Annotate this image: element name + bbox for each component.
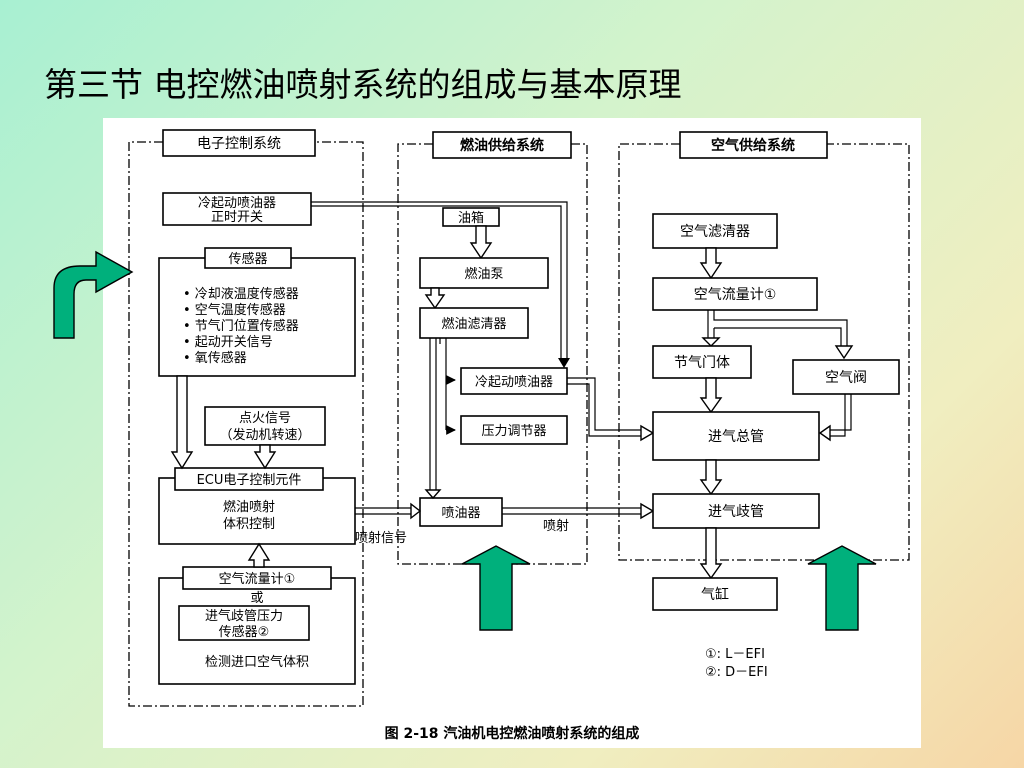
fuel-section-title-box bbox=[432, 131, 572, 159]
ecu-title-box bbox=[174, 467, 324, 491]
sensor-item: • 节气门位置传感器 bbox=[183, 318, 299, 334]
air-section-title: 空气供给系统 bbox=[711, 137, 795, 154]
sensor-item: • 氧传感器 bbox=[183, 350, 247, 366]
sensor-item: • 起动开关信号 bbox=[183, 335, 273, 350]
air-cleaner-label: 空气滤清器 bbox=[680, 224, 750, 240]
air-flow-meter-box bbox=[652, 277, 818, 311]
ecu-body-line2: 体积控制 bbox=[223, 517, 275, 532]
fuel-tank-box bbox=[442, 207, 500, 227]
legend-item: ②: D－EFI bbox=[705, 665, 768, 680]
throttle-to-intake-arrow bbox=[699, 377, 723, 414]
air-section-title-box bbox=[679, 131, 828, 159]
electronic-section-frame bbox=[128, 141, 364, 707]
green-curved-arrow bbox=[53, 250, 134, 339]
air-flow-meter-el-label: 空气流量计① bbox=[219, 571, 296, 587]
sensor-item: • 空气温度传感器 bbox=[183, 302, 286, 318]
cold-start-injector-box bbox=[460, 367, 568, 395]
fuel-filter-box bbox=[419, 307, 529, 339]
switch-to-cold-injector-line bbox=[311, 201, 568, 360]
air-cleaner-box bbox=[652, 213, 778, 249]
green-up-arrow-right bbox=[807, 545, 877, 631]
sensors-title-box bbox=[204, 247, 292, 269]
injector-box bbox=[419, 497, 503, 527]
legend-item: ①: L－EFI bbox=[705, 647, 765, 662]
sensor-item: • 冷却液温度传感器 bbox=[183, 286, 299, 302]
cold-start-timer-switch-line1: 冷起动喷油器 bbox=[198, 196, 276, 211]
cold-injector-to-intake-line bbox=[567, 377, 643, 431]
cylinder-label: 气缸 bbox=[701, 586, 729, 603]
cylinder-box bbox=[652, 577, 778, 611]
manifold-pressure-sensor-box bbox=[178, 605, 310, 641]
air-flow-meter-label: 空气流量计① bbox=[694, 287, 777, 303]
throttle-body-label: 节气门体 bbox=[674, 355, 730, 371]
intake-manifold-label: 进气歧管 bbox=[708, 504, 764, 520]
slide-title: 第三节 电控燃油喷射系统的组成与基本原理 bbox=[44, 65, 682, 104]
diagram-svg: 电子控制系统 燃油供给系统 空气供给系统 冷起动喷油器 正时开关 传感器 • 冷… bbox=[128, 129, 910, 742]
pressure-regulator-box bbox=[460, 415, 568, 445]
throttle-body-box bbox=[652, 345, 752, 379]
injection-label: 喷射 bbox=[543, 518, 569, 534]
intake-manifold-box bbox=[652, 493, 820, 529]
ecu-body-line1: 燃油喷射 bbox=[223, 499, 275, 515]
ignition-signal-line2: （发动机转速） bbox=[219, 427, 310, 443]
injector-label: 喷油器 bbox=[441, 506, 480, 521]
cold-start-timer-switch-box bbox=[162, 192, 312, 226]
air-section-frame bbox=[618, 143, 910, 561]
electronic-section-title: 电子控制系统 bbox=[197, 136, 281, 152]
electronic-section-title-box bbox=[162, 129, 316, 157]
manifold-to-cylinder-arrow bbox=[699, 527, 723, 580]
green-up-arrow-center bbox=[461, 545, 531, 631]
figure-caption: 图 2-18 汽油机电控燃油喷射系统的组成 bbox=[385, 725, 640, 742]
fuel-tank-label: 油箱 bbox=[458, 210, 484, 226]
tank-to-pump-arrow bbox=[469, 225, 493, 260]
fuel-line bbox=[424, 338, 456, 500]
cold-start-injector-label: 冷起动喷油器 bbox=[475, 375, 553, 390]
intake-to-manifold-arrow bbox=[699, 459, 723, 496]
system-diagram-figure: 电子控制系统 燃油供给系统 空气供给系统 冷起动喷油器 正时开关 传感器 • 冷… bbox=[103, 118, 921, 748]
detect-air-volume-label: 检测进口空气体积 bbox=[205, 654, 309, 670]
fuel-filter-label: 燃油滤清器 bbox=[441, 316, 506, 332]
fuel-pump-label: 燃油泵 bbox=[464, 266, 503, 282]
manifold-pressure-sensor-line2: 传感器② bbox=[219, 624, 270, 640]
ignition-to-ecu-arrow bbox=[253, 444, 277, 470]
air-valve-box bbox=[792, 359, 900, 395]
ecu-title: ECU电子控制元件 bbox=[197, 473, 302, 488]
cold-start-timer-switch-line2: 正时开关 bbox=[211, 210, 263, 225]
sensors-to-ecu-arrow bbox=[170, 375, 194, 470]
pressure-regulator-label: 压力调节器 bbox=[481, 424, 546, 439]
cleaner-to-meter-arrow bbox=[699, 247, 723, 280]
sensors-title: 传感器 bbox=[228, 251, 267, 267]
injection-signal-label: 喷射信号 bbox=[355, 530, 407, 546]
air-valve-label: 空气阀 bbox=[825, 370, 867, 386]
intake-main-box bbox=[652, 411, 820, 461]
or-label: 或 bbox=[250, 591, 263, 606]
valve-to-intake-line bbox=[828, 394, 846, 437]
pump-to-filter-arrow bbox=[424, 287, 446, 310]
fuel-pump-box bbox=[419, 257, 549, 289]
air-detect-to-ecu-arrow bbox=[247, 542, 271, 568]
manifold-pressure-sensor-line1: 进气歧管压力 bbox=[205, 608, 283, 624]
intake-main-label: 进气总管 bbox=[708, 429, 764, 445]
ignition-signal-line1: 点火信号 bbox=[239, 411, 291, 426]
fuel-section-title: 燃油供给系统 bbox=[460, 137, 544, 154]
